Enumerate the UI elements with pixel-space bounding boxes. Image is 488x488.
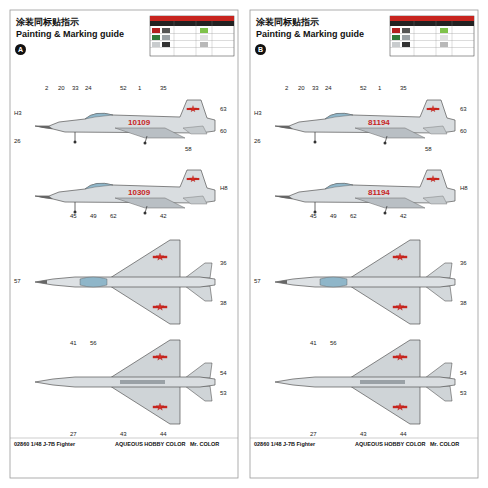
callout-number: 52 xyxy=(120,85,127,92)
callout-number: H8 xyxy=(220,185,228,192)
callout-number: 38 xyxy=(460,300,467,307)
callout-number: 35 xyxy=(400,85,407,92)
callout-number: 60 xyxy=(220,128,227,135)
callout-number: 49 xyxy=(90,213,97,220)
callout-number: 41 xyxy=(310,340,317,347)
callout-number: 45 xyxy=(70,213,77,220)
variant-letter: A xyxy=(18,46,23,53)
callout-number: 26 xyxy=(254,138,261,145)
callout-number: 38 xyxy=(220,300,227,307)
page-b xyxy=(250,10,478,478)
callout-number: 62 xyxy=(350,213,357,220)
callout-number: 20 xyxy=(58,85,65,92)
callout-number: 2 xyxy=(285,85,288,92)
callout-number: 52 xyxy=(360,85,367,92)
callout-number: 26 xyxy=(14,138,21,145)
callout-number: 58 xyxy=(425,146,432,153)
callout-number: H3 xyxy=(254,110,262,117)
callout-number: 43 xyxy=(360,431,367,438)
callout-number: 33 xyxy=(72,85,79,92)
callout-number: 33 xyxy=(312,85,319,92)
callout-number: 1 xyxy=(378,85,381,92)
callout-number: 63 xyxy=(460,106,467,113)
callout-number: H3 xyxy=(14,110,22,117)
callout-number: 43 xyxy=(120,431,127,438)
callout-number: 60 xyxy=(460,128,467,135)
footer-text: Mr. COLOR xyxy=(190,441,219,447)
aircraft-number: 81194 xyxy=(368,119,390,128)
callout-number: 54 xyxy=(220,370,227,377)
footer-text: AQUEOUS HOBBY COLOR xyxy=(115,441,186,447)
variant-letter: B xyxy=(258,46,263,53)
footer-text: 02860 1/48 J-7B Fighter xyxy=(254,441,315,447)
page-a xyxy=(10,10,238,478)
callout-number: 44 xyxy=(160,431,167,438)
callout-number: 36 xyxy=(220,260,227,267)
aircraft-number: 10109 xyxy=(128,119,150,128)
variant-circle: A xyxy=(15,44,26,55)
guide-title: Painting & Marking guide xyxy=(16,30,124,40)
callout-number: 56 xyxy=(330,340,337,347)
variant-circle: B xyxy=(255,44,266,55)
callout-number: 45 xyxy=(310,213,317,220)
callout-number: 44 xyxy=(400,431,407,438)
callout-number: 27 xyxy=(70,431,77,438)
callout-number: 57 xyxy=(14,278,21,285)
callout-number: 42 xyxy=(400,213,407,220)
footer-text: Mr. COLOR xyxy=(430,441,459,447)
guide-title: 涂装同标贴指示 xyxy=(256,18,319,28)
callout-number: 2 xyxy=(45,85,48,92)
guide-title: 涂装同标贴指示 xyxy=(16,18,79,28)
callout-number: H8 xyxy=(460,185,468,192)
callout-number: 54 xyxy=(460,370,467,377)
callout-number: 20 xyxy=(298,85,305,92)
callout-number: 27 xyxy=(310,431,317,438)
footer-text: AQUEOUS HOBBY COLOR xyxy=(355,441,426,447)
callout-number: 41 xyxy=(70,340,77,347)
callout-number: 53 xyxy=(220,390,227,397)
callout-number: 42 xyxy=(160,213,167,220)
callout-number: 53 xyxy=(460,390,467,397)
callout-number: 62 xyxy=(110,213,117,220)
guide-title: Painting & Marking guide xyxy=(256,30,364,40)
callout-number: 57 xyxy=(254,278,261,285)
callout-number: 1 xyxy=(138,85,141,92)
callout-number: 56 xyxy=(90,340,97,347)
callout-number: 58 xyxy=(185,146,192,153)
aircraft-number: 81194 xyxy=(368,189,390,198)
callout-number: 63 xyxy=(220,106,227,113)
callout-number: 24 xyxy=(325,85,332,92)
callout-number: 36 xyxy=(460,260,467,267)
callout-number: 35 xyxy=(160,85,167,92)
footer-text: 02860 1/48 J-7B Fighter xyxy=(14,441,75,447)
aircraft-number: 10309 xyxy=(128,189,150,198)
callout-number: 24 xyxy=(85,85,92,92)
callout-number: 49 xyxy=(330,213,337,220)
